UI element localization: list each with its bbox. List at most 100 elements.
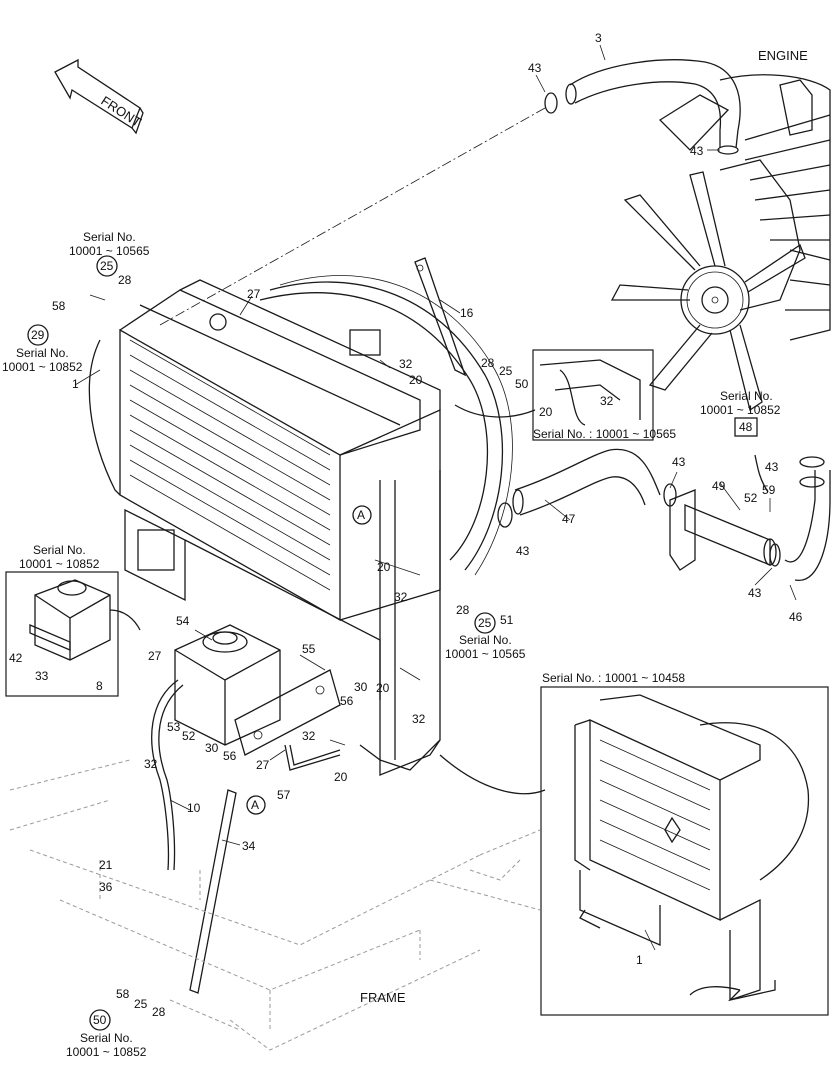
part-label: 32 xyxy=(302,729,316,743)
part-label: 20 xyxy=(377,560,391,574)
circled-ref: A xyxy=(357,508,365,522)
serial-note: Serial No. xyxy=(83,230,136,244)
frame-label: FRAME xyxy=(360,990,406,1005)
part-label: 43 xyxy=(528,61,542,75)
part-label: 58 xyxy=(52,299,66,313)
part-label: 43 xyxy=(672,455,686,469)
front-arrow: FRONT xyxy=(54,58,144,135)
part-label: 32 xyxy=(600,394,614,408)
part-label: 43 xyxy=(765,460,779,474)
overflow-tube xyxy=(151,679,184,871)
part-label: 43 xyxy=(748,586,762,600)
part-label: 52 xyxy=(744,491,758,505)
circled-ref: 25 xyxy=(478,616,492,630)
hose-46 xyxy=(784,456,831,581)
circled-ref: 48 xyxy=(739,420,753,434)
serial-note: 10001 ~ 10565 xyxy=(445,647,526,661)
serial-note: Serial No. : 10001 ~ 10565 xyxy=(533,427,676,441)
part-label: 20 xyxy=(539,405,553,419)
part-label: 21 xyxy=(99,858,113,872)
part-label: 49 xyxy=(712,479,726,493)
pipe-bracket xyxy=(669,489,781,571)
part-label: 47 xyxy=(562,512,576,526)
inset-bracket-box xyxy=(532,349,654,441)
part-label: 25 xyxy=(134,997,148,1011)
radiator-lower xyxy=(124,470,441,776)
part-label: 28 xyxy=(456,603,470,617)
reserve-tank xyxy=(174,624,281,746)
serial-note: 10001 ~ 10852 xyxy=(66,1045,147,1059)
serial-note: Serial No. xyxy=(720,389,773,403)
inset-radiator-box xyxy=(540,686,829,1016)
part-label: 52 xyxy=(182,729,196,743)
part-label: 32 xyxy=(394,590,408,604)
part-label: 32 xyxy=(412,712,426,726)
part-label: 20 xyxy=(376,681,390,695)
part-label: 43 xyxy=(690,144,704,158)
inset-tank-box xyxy=(5,571,119,697)
circled-ref: 50 xyxy=(93,1013,107,1027)
serial-note: 10001 ~ 10852 xyxy=(2,360,83,374)
part-label: 56 xyxy=(223,749,237,763)
part-label: 46 xyxy=(789,610,803,624)
lower-hose xyxy=(497,448,677,528)
part-label: 28 xyxy=(481,356,495,370)
engine-label: ENGINE xyxy=(758,48,808,63)
part-label: 36 xyxy=(99,880,113,894)
part-label: 42 xyxy=(9,651,23,665)
serial-note: 10001 ~ 10852 xyxy=(700,403,781,417)
tube-57 xyxy=(284,744,341,771)
circled-ref: 29 xyxy=(31,328,45,342)
circled-refs: 25 29 A 48 25 A 50 xyxy=(27,255,758,1031)
part-label: 27 xyxy=(247,287,261,301)
part-label: 20 xyxy=(409,373,423,387)
upper-hose xyxy=(544,59,741,155)
part-label: 56 xyxy=(340,694,354,708)
serial-note: 10001 ~ 10565 xyxy=(69,244,150,258)
circled-ref: 25 xyxy=(100,259,114,273)
serial-note: Serial No. xyxy=(16,346,69,360)
part-label: 43 xyxy=(516,544,530,558)
part-label: 59 xyxy=(762,483,776,497)
part-label: 25 xyxy=(499,364,513,378)
inset-radiator xyxy=(574,694,810,1002)
part-label: 3 xyxy=(595,31,602,45)
part-label: 28 xyxy=(118,273,132,287)
serial-note: Serial No. xyxy=(80,1031,133,1045)
inset-tank xyxy=(29,579,111,661)
part-label: 50 xyxy=(515,377,529,391)
part-label: 54 xyxy=(176,614,190,628)
part-label: 58 xyxy=(116,987,130,1001)
circled-ref: A xyxy=(251,798,259,812)
engine-fan xyxy=(610,171,806,412)
leader-lines xyxy=(74,44,797,951)
part-label: 27 xyxy=(256,758,270,772)
part-label: 16 xyxy=(460,306,474,320)
engine xyxy=(658,74,831,341)
serial-note: Serial No. xyxy=(459,633,512,647)
part-label: 27 xyxy=(148,649,162,663)
serial-notes: Serial No. 10001 ~ 10565 Serial No. 1000… xyxy=(2,230,781,1059)
stay-rod xyxy=(414,257,467,377)
part-label: 51 xyxy=(500,613,514,627)
part-label: 32 xyxy=(144,757,158,771)
serial-note: Serial No. xyxy=(33,543,86,557)
part-label: 1 xyxy=(72,377,79,391)
part-label: 55 xyxy=(302,642,316,656)
part-label: 30 xyxy=(205,741,219,755)
part-label: 32 xyxy=(399,357,413,371)
serial-note: Serial No. : 10001 ~ 10458 xyxy=(542,671,685,685)
part-label: 1 xyxy=(636,953,643,967)
stay-34 xyxy=(189,789,237,994)
part-label: 28 xyxy=(152,1005,166,1019)
part-label: 33 xyxy=(35,669,49,683)
bracket-55 xyxy=(234,669,341,756)
serial-note: 10001 ~ 10852 xyxy=(19,557,100,571)
part-labels: 3 43 43 43 43 43 43 28 58 1 27 16 28 25 … xyxy=(9,31,803,1019)
part-label: 30 xyxy=(354,680,368,694)
part-label: 20 xyxy=(334,770,348,784)
part-label: 53 xyxy=(167,720,181,734)
part-label: 57 xyxy=(277,788,291,802)
part-label: 34 xyxy=(242,839,256,853)
